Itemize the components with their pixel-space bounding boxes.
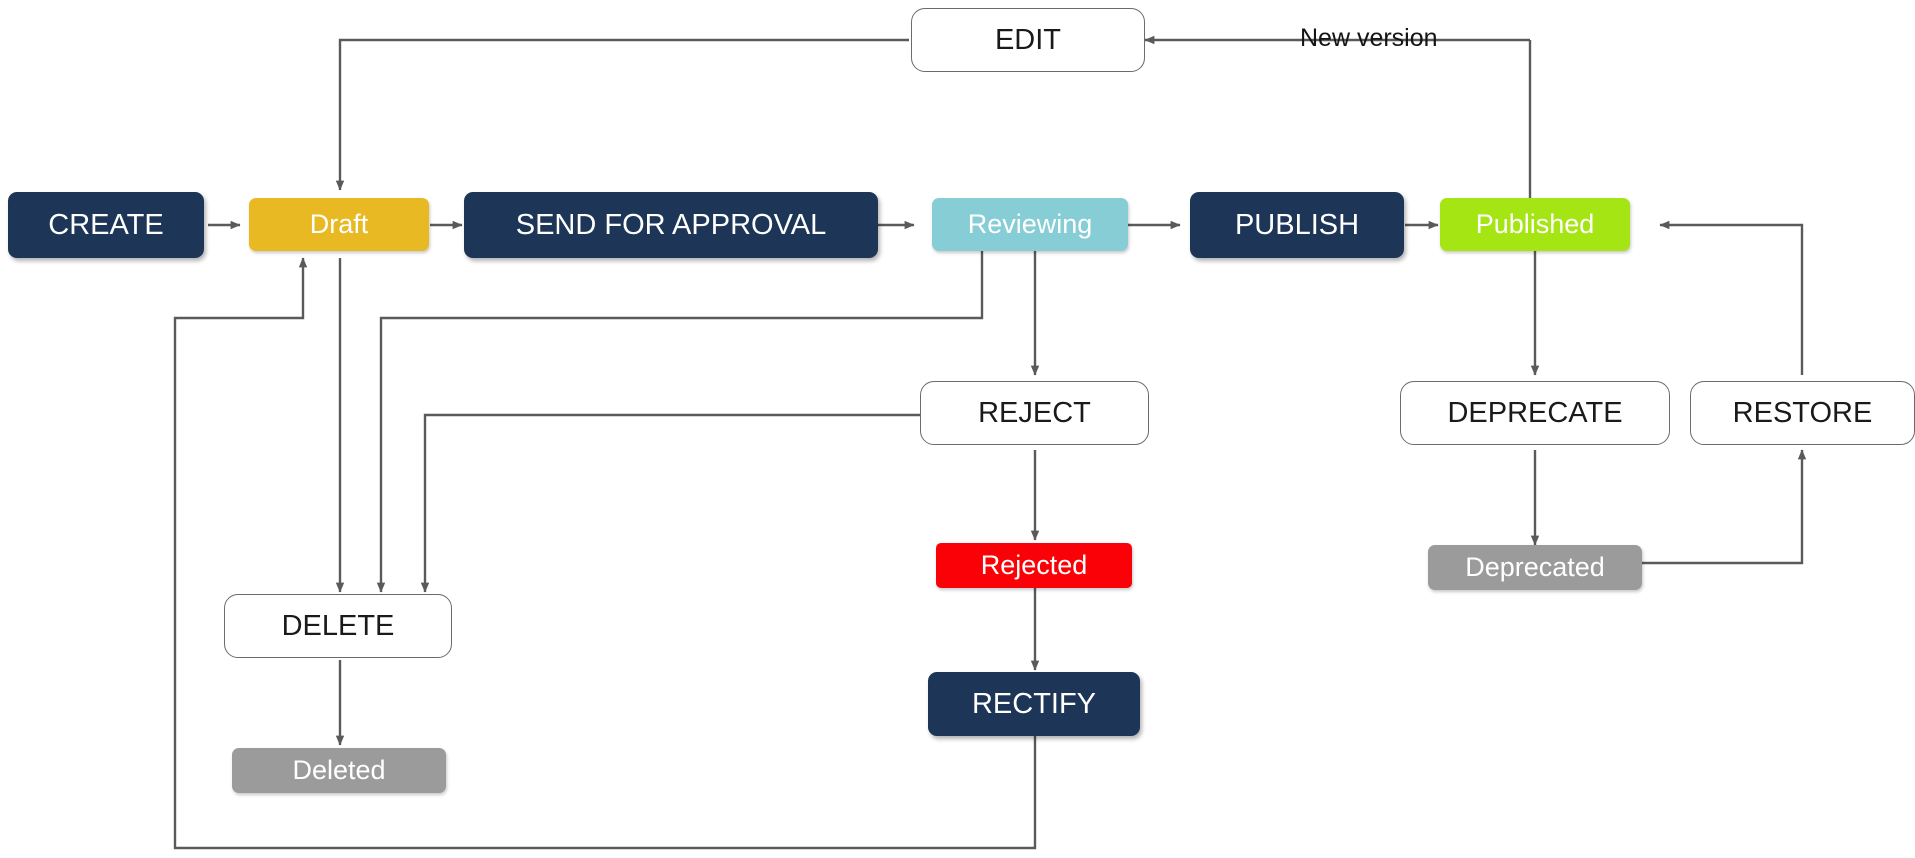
node-rejected[interactable]: Rejected bbox=[936, 543, 1132, 588]
node-draft[interactable]: Draft bbox=[249, 198, 429, 251]
node-create-label: CREATE bbox=[48, 208, 164, 241]
node-deleted-label: Deleted bbox=[292, 755, 386, 786]
node-deprecated[interactable]: Deprecated bbox=[1428, 545, 1642, 590]
node-create[interactable]: CREATE bbox=[8, 192, 204, 258]
node-draft-label: Draft bbox=[309, 209, 369, 240]
node-send-for-approval[interactable]: SEND FOR APPROVAL bbox=[464, 192, 878, 258]
node-reject[interactable]: REJECT bbox=[920, 381, 1149, 445]
node-rectify-label: RECTIFY bbox=[971, 687, 1097, 720]
node-delete-label: DELETE bbox=[281, 609, 395, 642]
node-rejected-label: Rejected bbox=[980, 550, 1088, 581]
node-reject-label: REJECT bbox=[978, 396, 1091, 429]
edge-edit-draft bbox=[335, 38, 909, 191]
node-publish-label: PUBLISH bbox=[1234, 208, 1360, 241]
node-edit-label: EDIT bbox=[994, 23, 1062, 56]
node-deleted[interactable]: Deleted bbox=[232, 748, 446, 793]
node-published-label: Published bbox=[1475, 209, 1595, 240]
edge-deprecated-restore bbox=[1640, 449, 1807, 565]
node-restore-label: RESTORE bbox=[1732, 396, 1873, 429]
edge-reviewing-delete bbox=[376, 248, 984, 593]
edge-restore-published bbox=[1659, 220, 1804, 375]
node-send-for-approval-label: SEND FOR APPROVAL bbox=[515, 208, 827, 241]
node-deprecate-label: DEPRECATE bbox=[1447, 396, 1623, 429]
node-restore[interactable]: RESTORE bbox=[1690, 381, 1915, 445]
edge-rectify-draft bbox=[173, 257, 1037, 850]
node-deprecated-label: Deprecated bbox=[1465, 552, 1605, 583]
node-reviewing-label: Reviewing bbox=[967, 209, 1093, 240]
node-deprecate[interactable]: DEPRECATE bbox=[1400, 381, 1670, 445]
node-published[interactable]: Published bbox=[1440, 198, 1630, 251]
node-edit[interactable]: EDIT bbox=[911, 8, 1145, 72]
node-reviewing[interactable]: Reviewing bbox=[932, 198, 1128, 251]
node-publish[interactable]: PUBLISH bbox=[1190, 192, 1404, 258]
edge-reject-delete bbox=[420, 413, 920, 593]
node-delete[interactable]: DELETE bbox=[224, 594, 452, 658]
edge-label-new-version: New version bbox=[1300, 24, 1438, 52]
node-rectify[interactable]: RECTIFY bbox=[928, 672, 1140, 736]
